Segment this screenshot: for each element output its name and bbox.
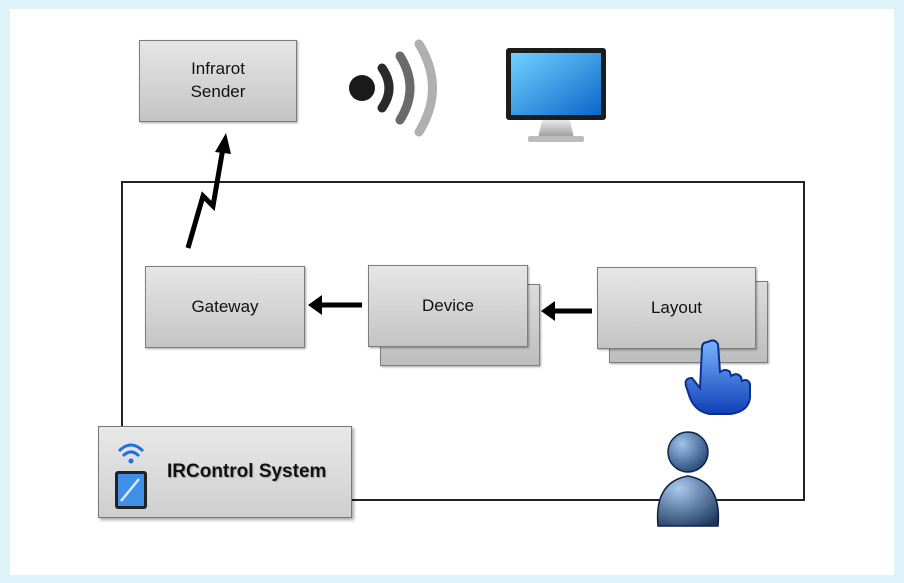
monitor-icon <box>506 48 606 142</box>
infrared-sender-box: Infrarot Sender <box>139 40 297 122</box>
hand-pointer-icon <box>684 339 751 415</box>
device-label: Device <box>422 295 474 315</box>
arrow-layout-to-device <box>541 301 592 321</box>
device-box: Device <box>368 265 528 347</box>
system-frame <box>121 181 805 501</box>
arrow-device-to-gateway <box>308 295 362 315</box>
arrow-gateway-to-sender <box>185 133 231 249</box>
layout-label: Layout <box>650 297 703 317</box>
system-legend: IRControl System <box>98 426 352 518</box>
gateway-label: Gateway <box>191 296 259 316</box>
layout-box: Layout <box>597 267 756 349</box>
gateway-box: Gateway <box>145 266 305 348</box>
infrared-sender-label: Infrarot Sender <box>190 59 246 101</box>
tablet-wifi-icon <box>115 443 147 509</box>
user-icon <box>656 431 720 527</box>
wireless-signal-icon <box>349 39 437 137</box>
system-label: IRControl System <box>167 461 327 482</box>
